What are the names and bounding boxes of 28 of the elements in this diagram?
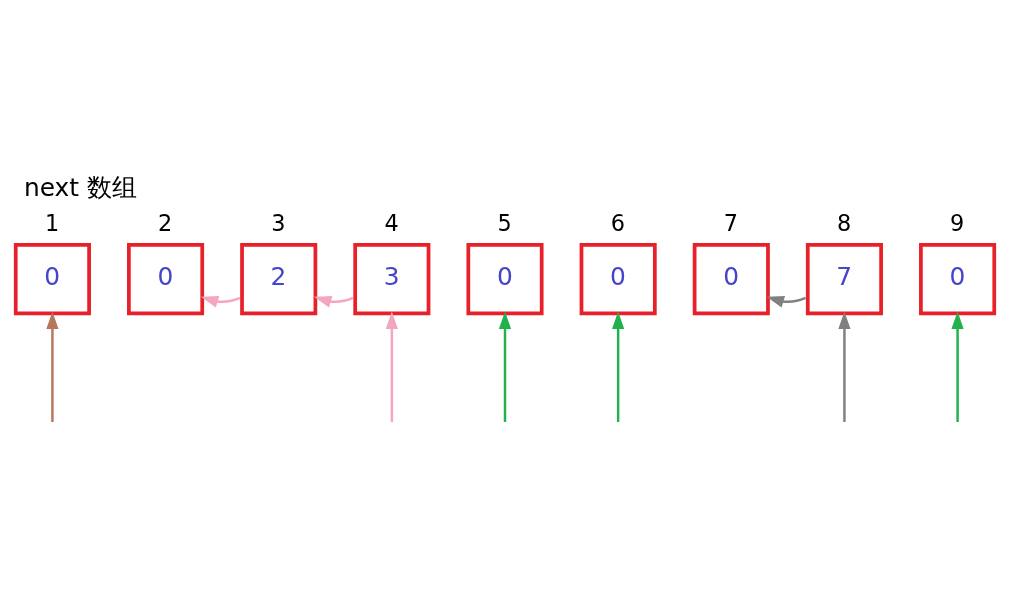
arrow [838, 311, 851, 422]
arrow [385, 311, 398, 422]
node-box: 0 [692, 243, 770, 316]
arrow [766, 295, 807, 308]
node-box: 3 [353, 243, 431, 316]
node-label: 1 [44, 210, 60, 237]
node-label: 6 [610, 210, 625, 237]
arrow [498, 311, 512, 422]
node-label: 9 [950, 210, 965, 237]
node-box: 0 [466, 243, 544, 316]
node-box: 0 [13, 243, 91, 316]
node-box: 0 [127, 243, 205, 316]
node-label: 3 [271, 210, 286, 237]
node-label: 4 [384, 210, 399, 237]
diagram-title: next 数组 [23, 172, 137, 202]
node-box: 0 [579, 243, 657, 316]
node-label: 7 [723, 210, 739, 237]
arrow [314, 295, 354, 308]
node-label: 8 [836, 210, 852, 237]
arrow [200, 295, 241, 308]
arrow [951, 311, 964, 422]
node-label: 5 [497, 210, 512, 237]
node-box: 2 [240, 243, 318, 316]
arrow [46, 311, 59, 422]
arrow [612, 311, 625, 422]
node-label: 2 [158, 210, 173, 237]
node-box: 0 [919, 243, 997, 316]
node-box: 7 [805, 243, 883, 316]
